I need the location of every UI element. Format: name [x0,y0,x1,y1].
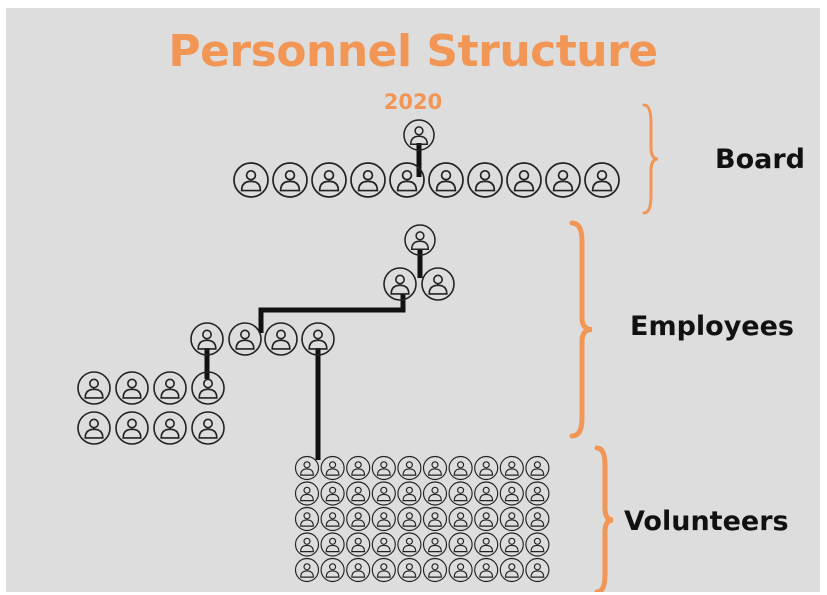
volunteer-person-icon [397,455,422,481]
volunteer-person-icon [397,506,422,532]
volunteer-person-icon [474,557,499,583]
volunteer-person-icon [371,557,396,583]
volunteer-person-icon [371,532,396,557]
employee-person-icon [264,322,298,356]
employee-person-icon [383,267,417,301]
volunteer-person-icon [448,557,473,583]
volunteer-person-icon [525,532,550,557]
employee-person-icon [421,267,455,301]
employee-person-icon [404,224,436,256]
board-label: Board [715,144,805,175]
board-person-icon [272,162,308,198]
volunteer-person-icon [320,506,345,532]
employee-person-icon [115,371,149,405]
board-group [233,119,620,198]
volunteer-person-icon [346,532,371,557]
volunteers-group [294,455,550,583]
connector-lines [204,143,423,460]
volunteer-person-icon [422,455,448,481]
volunteer-person-icon [474,506,499,532]
employee-person-icon [191,411,225,445]
volunteer-person-icon [422,532,448,557]
employee-person-icon [191,371,225,405]
volunteer-person-icon [474,455,499,481]
volunteer-person-icon [346,481,371,506]
volunteer-person-icon [525,506,550,532]
volunteer-person-icon [294,481,320,506]
volunteers-label: Volunteers [624,506,789,537]
employee-person-icon [153,411,187,445]
volunteer-person-icon [499,481,524,506]
board-person-icon [311,162,347,198]
employee-person-icon [77,371,111,405]
volunteer-person-icon [499,532,524,557]
volunteer-person-icon [397,532,422,557]
volunteer-person-icon [525,557,550,583]
employee-person-icon [301,322,335,356]
board-person-icon [350,162,386,198]
board-person-icon [506,162,542,198]
volunteer-person-icon [397,557,422,583]
personnel-diagram [77,103,659,592]
volunteer-person-icon [294,557,320,583]
employees-group [77,224,455,445]
volunteer-person-icon [371,506,396,532]
diagram-year: 2020 [383,90,443,114]
employee-person-icon [115,411,149,445]
diagram-canvas: Personnel Structure 2020 Board Employees… [6,8,820,592]
board-person-icon [389,162,425,198]
volunteer-person-icon [346,506,371,532]
volunteer-person-icon [474,532,499,557]
volunteer-person-icon [448,455,473,481]
volunteer-person-icon [448,506,473,532]
volunteer-person-icon [371,455,396,481]
volunteer-person-icon [525,481,550,506]
volunteers-brace [594,445,614,592]
volunteer-person-icon [474,481,499,506]
employee-person-icon [153,371,187,405]
board-person-icon [403,119,435,151]
diagram-title: Personnel Structure [168,26,658,77]
board-person-icon [545,162,581,198]
board-person-icon [467,162,503,198]
connector-line [258,294,406,333]
volunteer-person-icon [448,481,473,506]
board-person-icon [233,162,269,198]
board-person-icon [428,162,464,198]
volunteer-person-icon [525,455,550,481]
volunteer-person-icon [422,481,448,506]
employees-brace [569,220,593,439]
volunteer-person-icon [320,557,345,583]
volunteer-person-icon [371,481,396,506]
employee-person-icon [190,322,224,356]
volunteer-person-icon [294,532,320,557]
volunteer-person-icon [397,481,422,506]
volunteer-person-icon [448,532,473,557]
volunteer-person-icon [422,557,448,583]
volunteer-person-icon [320,455,345,481]
board-person-icon [584,162,620,198]
employee-person-icon [228,322,262,356]
board-brace [642,103,659,215]
volunteer-person-icon [499,455,524,481]
volunteer-person-icon [499,506,524,532]
volunteer-person-icon [320,481,345,506]
volunteer-person-icon [346,455,371,481]
volunteer-person-icon [294,455,320,481]
brackets [569,103,659,592]
volunteer-person-icon [320,532,345,557]
volunteer-person-icon [346,557,371,583]
employee-person-icon [77,411,111,445]
volunteer-person-icon [422,506,448,532]
volunteer-person-icon [499,557,524,583]
volunteer-person-icon [294,506,320,532]
employees-label: Employees [630,311,795,342]
